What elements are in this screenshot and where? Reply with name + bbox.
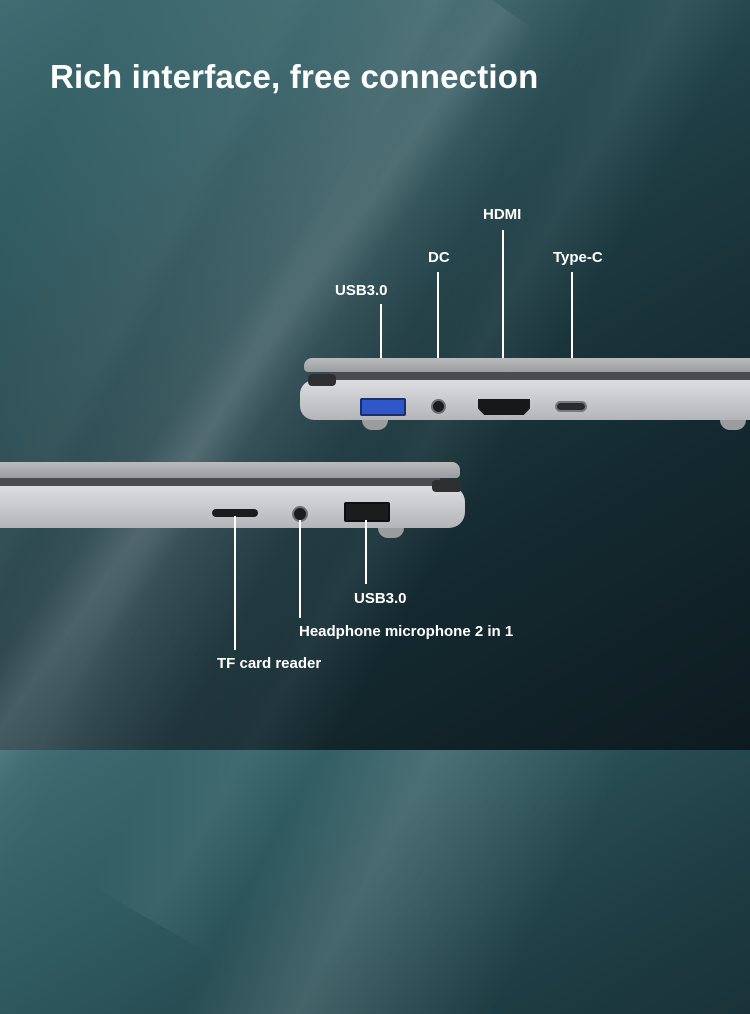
hdmi-port-icon — [478, 399, 530, 415]
laptop-hinge — [432, 480, 462, 492]
typec-port-icon — [555, 401, 587, 412]
dc-pointer — [437, 272, 439, 396]
dc-label: DC — [428, 249, 450, 266]
usb-top-pointer — [380, 304, 382, 396]
laptop-hinge — [308, 374, 336, 386]
hdmi-pointer — [502, 230, 504, 398]
usb3-port-icon — [344, 502, 390, 522]
laptop-lid — [0, 462, 460, 478]
tf-label: TF card reader — [217, 655, 322, 672]
typec-pointer — [571, 272, 573, 398]
laptop-foot — [378, 528, 404, 538]
usb3-port-icon — [360, 398, 406, 416]
headphone-pointer — [299, 520, 301, 618]
usb-bottom-pointer — [365, 520, 367, 584]
laptop-lid — [304, 358, 750, 372]
laptop-base — [0, 486, 465, 528]
laptop-foot — [362, 420, 388, 430]
laptop-left-side — [0, 462, 465, 538]
usb-top-label: USB3.0 — [335, 282, 388, 299]
laptop-keyboard-edge — [0, 478, 440, 488]
hdmi-label: HDMI — [483, 206, 522, 223]
headphone-label: Headphone microphone 2 in 1 — [299, 623, 514, 640]
page-title: Rich interface, free connection — [50, 58, 539, 95]
dc-port-icon — [431, 399, 446, 414]
usb-bottom-label: USB3.0 — [354, 590, 407, 607]
laptop-right-side — [300, 358, 750, 430]
tf-pointer — [234, 516, 236, 650]
typec-label: Type-C — [553, 249, 603, 266]
laptop-keyboard-edge — [330, 372, 750, 382]
tf-card-slot-icon — [212, 509, 258, 517]
laptop-foot — [720, 420, 746, 430]
